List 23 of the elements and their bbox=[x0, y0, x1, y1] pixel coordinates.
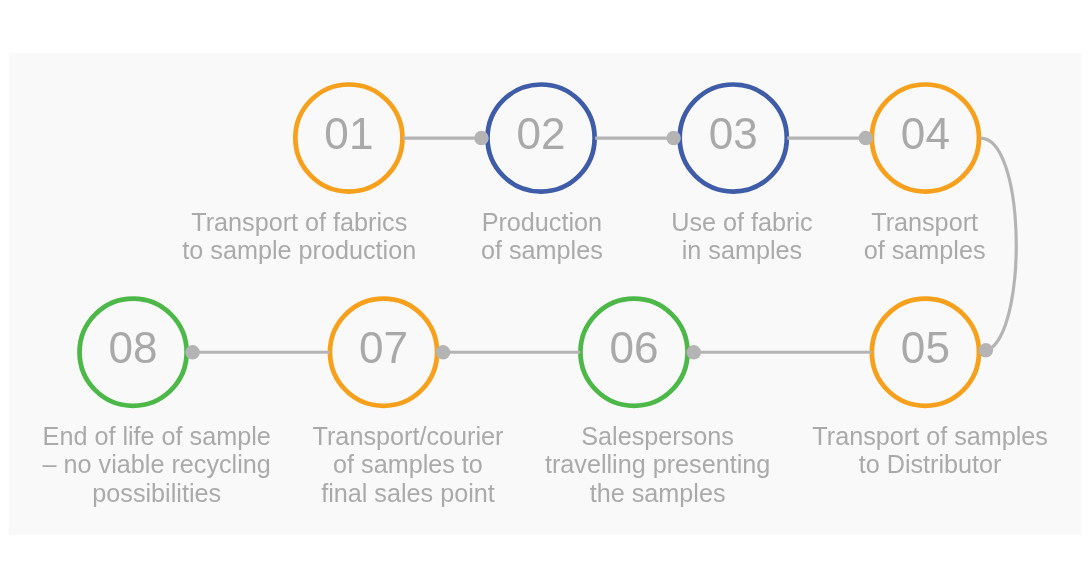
connector bbox=[185, 345, 330, 360]
connector bbox=[435, 345, 581, 360]
connector bbox=[402, 130, 489, 146]
node-label: End of life of sample – no viable recycling possibilities bbox=[42, 421, 271, 507]
node-label: Transport of samples bbox=[863, 207, 986, 265]
node-circle: 03 bbox=[677, 82, 790, 194]
node-circle: 04 bbox=[869, 82, 982, 194]
node-circle: 05 bbox=[869, 296, 982, 409]
connector bbox=[595, 130, 681, 146]
node-label: Use of fabric in samples bbox=[671, 207, 813, 265]
node-circle: 08 bbox=[77, 296, 189, 409]
node-circle: 07 bbox=[327, 296, 440, 409]
node-circle: 01 bbox=[292, 82, 405, 194]
connector bbox=[978, 136, 1018, 358]
connector bbox=[787, 130, 874, 146]
node-label: Salespersons travelling presenting the samples bbox=[544, 421, 771, 507]
node-label: Production of samples bbox=[480, 207, 603, 265]
node-circle: 06 bbox=[578, 296, 690, 409]
node-circle: 02 bbox=[485, 82, 597, 194]
connector bbox=[686, 345, 872, 360]
node-label: Transport of fabrics to sample production bbox=[182, 207, 417, 265]
node-label: Transport of samples to Distributor bbox=[812, 421, 1048, 479]
node-label: Transport/courier of samples to final sales point bbox=[312, 421, 504, 507]
